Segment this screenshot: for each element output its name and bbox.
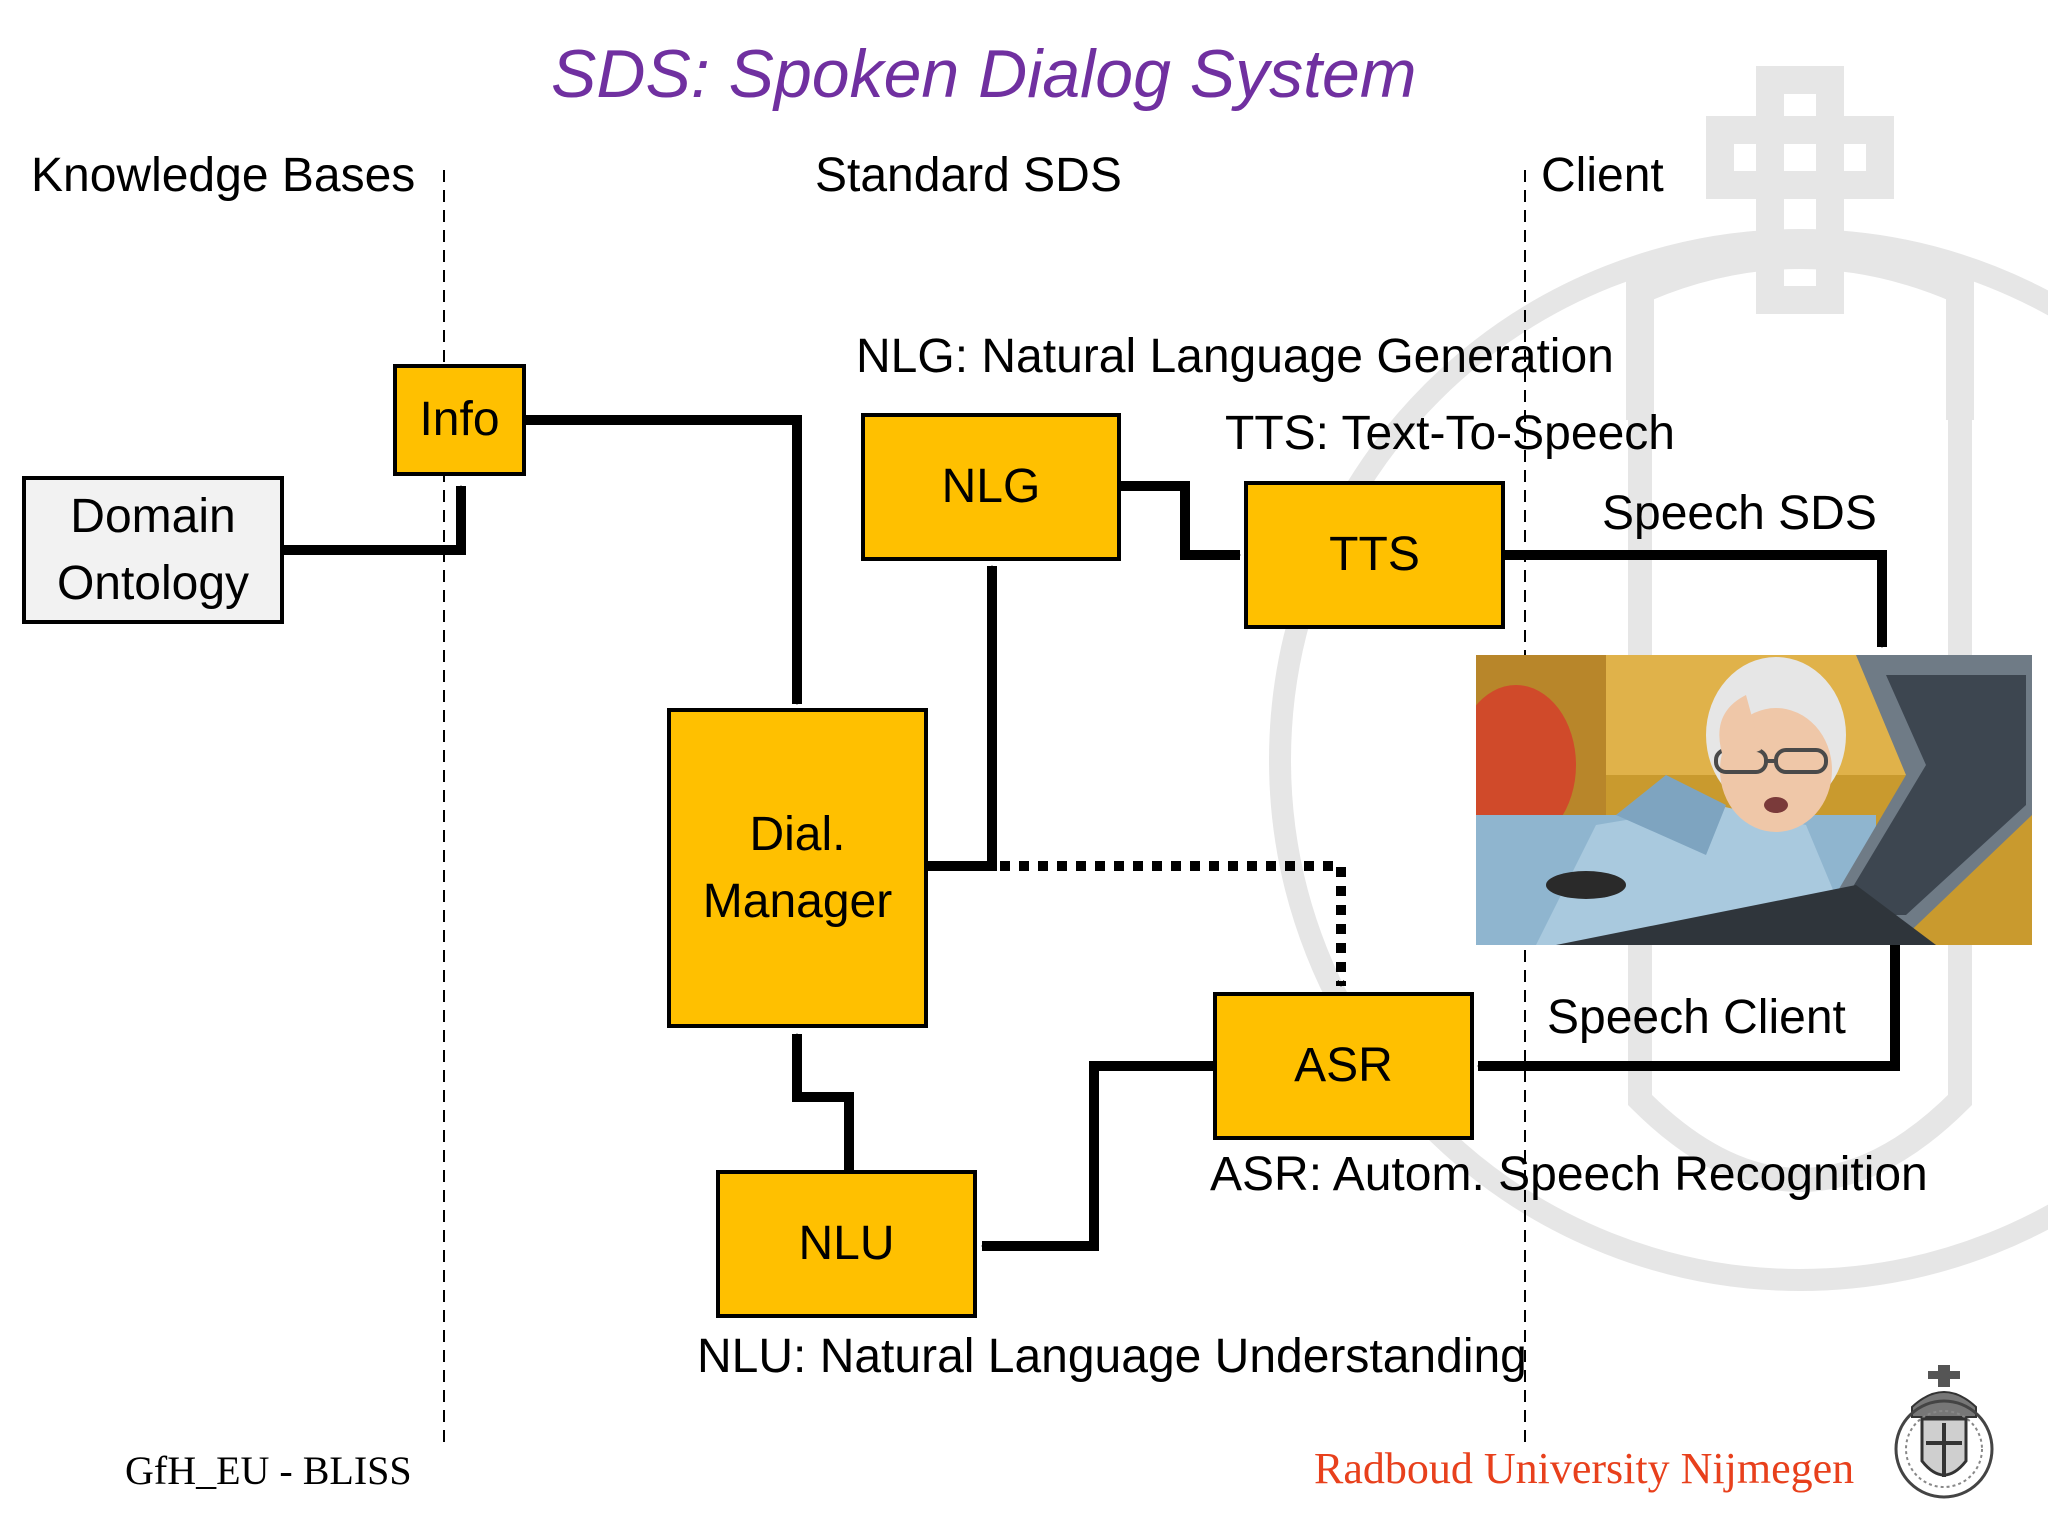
university-seal-watermark <box>1269 66 2048 1291</box>
info-box: Info <box>393 364 526 476</box>
annotation-speech-sds: Speech SDS <box>1602 487 1877 540</box>
arrow-ontology-to-info <box>283 486 466 555</box>
domain-ontology-line-1: Domain <box>70 489 236 543</box>
slide-title: SDS: Spoken Dialog System <box>551 36 1417 112</box>
annotation-nlg: NLG: Natural Language Generation <box>856 330 1614 383</box>
dial-manager-line-1: Dial. <box>749 807 846 861</box>
asr-box: ASR <box>1213 992 1474 1140</box>
dial-manager-box: Dial. Manager <box>667 708 928 1028</box>
column-label-standard-sds: Standard SDS <box>815 149 1122 202</box>
footer-university-name: Radboud University Nijmegen <box>1314 1444 1855 1493</box>
arrow-info-to-dial-manager <box>526 415 802 704</box>
arrow-tts-to-client <box>1505 550 1887 647</box>
column-label-client: Client <box>1541 149 1664 202</box>
footer-left-text: GfH_EU - BLISS <box>125 1448 412 1493</box>
university-crest-icon <box>1890 1365 1998 1503</box>
elderly-woman-at-laptop-photo <box>1476 655 2032 945</box>
arrow-asr-to-nlu <box>982 1061 1214 1251</box>
dial-manager-line-2: Manager <box>702 875 893 928</box>
domain-ontology-line-2: Ontology <box>56 557 250 610</box>
arrow-dial-manager-to-nlg <box>927 566 997 871</box>
arrow-nlg-to-tts <box>1120 481 1240 560</box>
nlg-box: NLG <box>861 413 1121 561</box>
tts-box: TTS <box>1244 481 1505 629</box>
annotation-asr: ASR: Autom. Speech Recognition <box>1210 1148 1928 1201</box>
annotation-tts: TTS: Text-To-Speech <box>1225 407 1675 460</box>
nlu-box: NLU <box>716 1170 977 1318</box>
arrow-client-to-asr <box>1478 945 1900 1071</box>
arrow-nlu-to-dial-manager <box>792 1034 854 1170</box>
annotation-nlu: NLU: Natural Language Understanding <box>697 1330 1527 1383</box>
dotted-arrow-dial-manager-to-asr <box>1000 861 1346 986</box>
column-label-knowledge-bases: Knowledge Bases <box>31 149 416 202</box>
annotation-speech-client: Speech Client <box>1547 991 1846 1044</box>
